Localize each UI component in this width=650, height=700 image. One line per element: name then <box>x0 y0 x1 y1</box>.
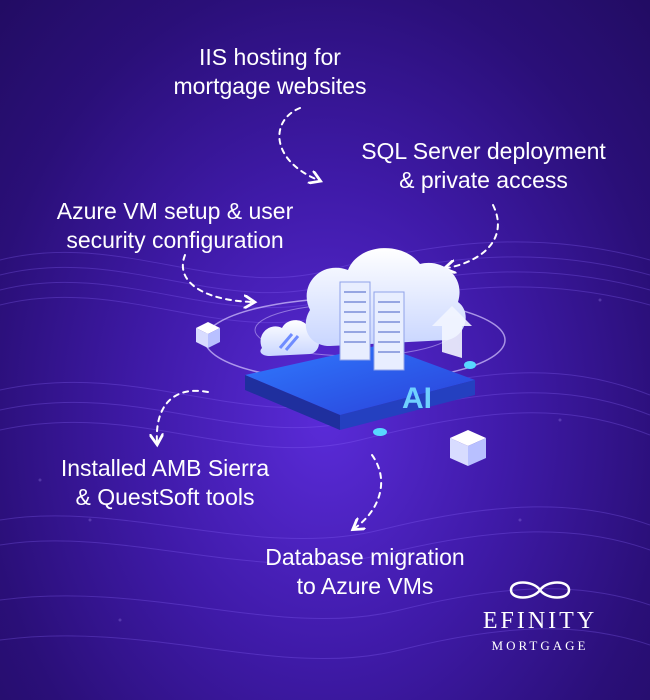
platform <box>245 345 475 415</box>
arrow-amb <box>157 389 209 442</box>
caption-azure-vm-setup: Azure VM setup & user security configura… <box>30 197 320 255</box>
cloud-server-illustration: AI <box>196 248 506 466</box>
logo-name: EFINITY <box>482 608 598 634</box>
upload-arrow-icon <box>432 306 472 358</box>
arrow-sql <box>447 204 499 268</box>
arrow-iis <box>278 107 318 180</box>
cube-icon-right <box>450 430 486 466</box>
logo-sub: MORTGAGE <box>491 638 589 653</box>
caption-sql-line1: SQL Server deployment <box>361 138 606 164</box>
caption-database-migration: Database migration to Azure VMs <box>240 543 490 601</box>
efinity-logo: EFINITY MORTGAGE <box>470 578 610 658</box>
caption-amb-line2: & QuestSoft tools <box>75 484 255 510</box>
caption-sql-line2: & private access <box>399 167 568 193</box>
cube-icon-left <box>196 322 220 348</box>
caption-iis-line1: IIS hosting for <box>199 44 341 70</box>
server-rack <box>339 281 405 371</box>
arrow-db <box>355 454 382 528</box>
arrow-vm <box>181 254 252 302</box>
caption-iis-hosting: IIS hosting for mortgage websites <box>150 43 390 101</box>
caption-amb-line1: Installed AMB Sierra <box>60 455 270 481</box>
caption-sql-server: SQL Server deployment & private access <box>336 137 631 195</box>
caption-vm-line2: security configuration <box>66 227 284 253</box>
ai-label: AI <box>402 382 432 415</box>
caption-db-line1: Database migration <box>265 544 465 570</box>
caption-vm-line1: Azure VM setup & user <box>56 198 294 224</box>
caption-iis-line2: mortgage websites <box>173 73 367 99</box>
caption-db-line2: to Azure VMs <box>296 573 434 599</box>
caption-amb-sierra: Installed AMB Sierra & QuestSoft tools <box>40 454 290 512</box>
infinity-icon <box>509 581 571 599</box>
